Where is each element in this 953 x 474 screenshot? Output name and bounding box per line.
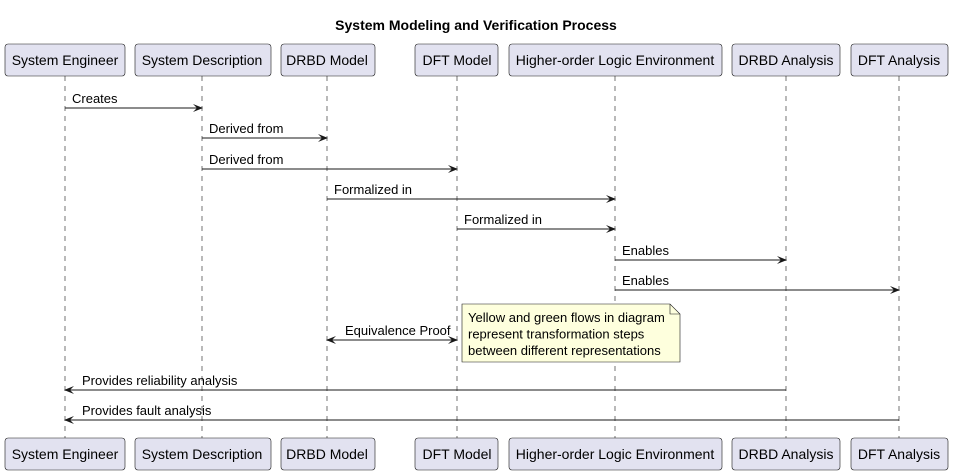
participants-top: System Engineer System Description DRBD Mo…: [4, 43, 949, 77]
participant-dft-analysis-top: DFT Analysis: [850, 43, 949, 77]
participants-bottom: System Engineer System Description DRBD Mo…: [4, 437, 949, 471]
message-3: Derived from: [202, 152, 458, 173]
participant-box: [508, 43, 723, 77]
participant-system-engineer-top: System Engineer: [4, 43, 126, 77]
message-label: Enables: [622, 243, 669, 258]
participant-box: [414, 43, 499, 77]
message-7: Enables: [615, 273, 900, 294]
participant-label: DFT Model: [423, 52, 492, 68]
message-label: Enables: [622, 273, 669, 288]
message-label: Formalized in: [464, 212, 542, 227]
participant-label: System Engineer: [12, 446, 119, 462]
message-label: Derived from: [209, 152, 283, 167]
participant-box: [134, 437, 272, 471]
note-line: Yellow and green flows in diagram: [468, 310, 665, 325]
participant-label: System Engineer: [12, 52, 119, 68]
participant-label: DRBD Analysis: [739, 446, 834, 462]
participant-drbd-analysis-top: DRBD Analysis: [731, 43, 841, 77]
message-9: Provides reliability analysis: [64, 373, 786, 394]
participant-higher-order-logic-environment-bottom: Higher-order Logic Environment: [508, 437, 723, 471]
participant-box: [508, 437, 723, 471]
participant-dft-analysis-bottom: DFT Analysis: [850, 437, 949, 471]
participant-box: [850, 43, 949, 77]
diagram-title: System Modeling and Verification Process: [335, 17, 617, 33]
participant-box: [731, 437, 841, 471]
participant-box: [4, 43, 126, 77]
participant-higher-order-logic-environment-top: Higher-order Logic Environment: [508, 43, 723, 77]
participant-label: DFT Analysis: [858, 52, 940, 68]
participant-label: DRBD Model: [286, 446, 368, 462]
message-label: Formalized in: [334, 182, 412, 197]
participant-drbd-analysis-bottom: DRBD Analysis: [731, 437, 841, 471]
note: Yellow and green flows in diagram represe…: [461, 303, 681, 363]
participant-box: [134, 43, 272, 77]
participant-label: DRBD Analysis: [739, 52, 834, 68]
participant-label: DFT Model: [423, 446, 492, 462]
message-6: Enables: [615, 243, 787, 264]
participant-box: [850, 437, 949, 471]
participant-box: [731, 43, 841, 77]
participant-label: System Description: [142, 446, 263, 462]
message-5: Formalized in: [457, 212, 616, 233]
participant-label: DFT Analysis: [858, 446, 940, 462]
participant-system-description-bottom: System Description: [134, 437, 272, 471]
note-fold: [669, 304, 680, 315]
message-label: Derived from: [209, 121, 283, 136]
message-1: Creates: [65, 91, 203, 112]
participant-label: System Description: [142, 52, 263, 68]
participant-system-engineer-bottom: System Engineer: [4, 437, 126, 471]
participant-box: [280, 437, 376, 471]
participant-drbd-model-bottom: DRBD Model: [280, 437, 376, 471]
message-4: Formalized in: [327, 182, 616, 203]
participant-label: Higher-order Logic Environment: [516, 52, 715, 68]
message-label: Equivalence Proof: [345, 323, 451, 338]
message-label: Provides reliability analysis: [82, 373, 238, 388]
participant-box: [4, 437, 126, 471]
note-box: [461, 303, 681, 363]
participant-dft-model-top: DFT Model: [414, 43, 499, 77]
participant-label: Higher-order Logic Environment: [516, 446, 715, 462]
participant-box: [280, 43, 376, 77]
message-8: Equivalence Proof: [326, 323, 458, 344]
participant-label: DRBD Model: [286, 52, 368, 68]
message-label: Creates: [72, 91, 118, 106]
participant-drbd-model-top: DRBD Model: [280, 43, 376, 77]
note-line: between different representations: [468, 343, 661, 358]
message-2: Derived from: [202, 121, 328, 142]
participant-box: [414, 437, 499, 471]
message-label: Provides fault analysis: [82, 403, 212, 418]
participant-system-description-top: System Description: [134, 43, 272, 77]
message-10: Provides fault analysis: [64, 403, 899, 424]
participant-dft-model-bottom: DFT Model: [414, 437, 499, 471]
note-line: represent transformation steps: [468, 327, 645, 342]
